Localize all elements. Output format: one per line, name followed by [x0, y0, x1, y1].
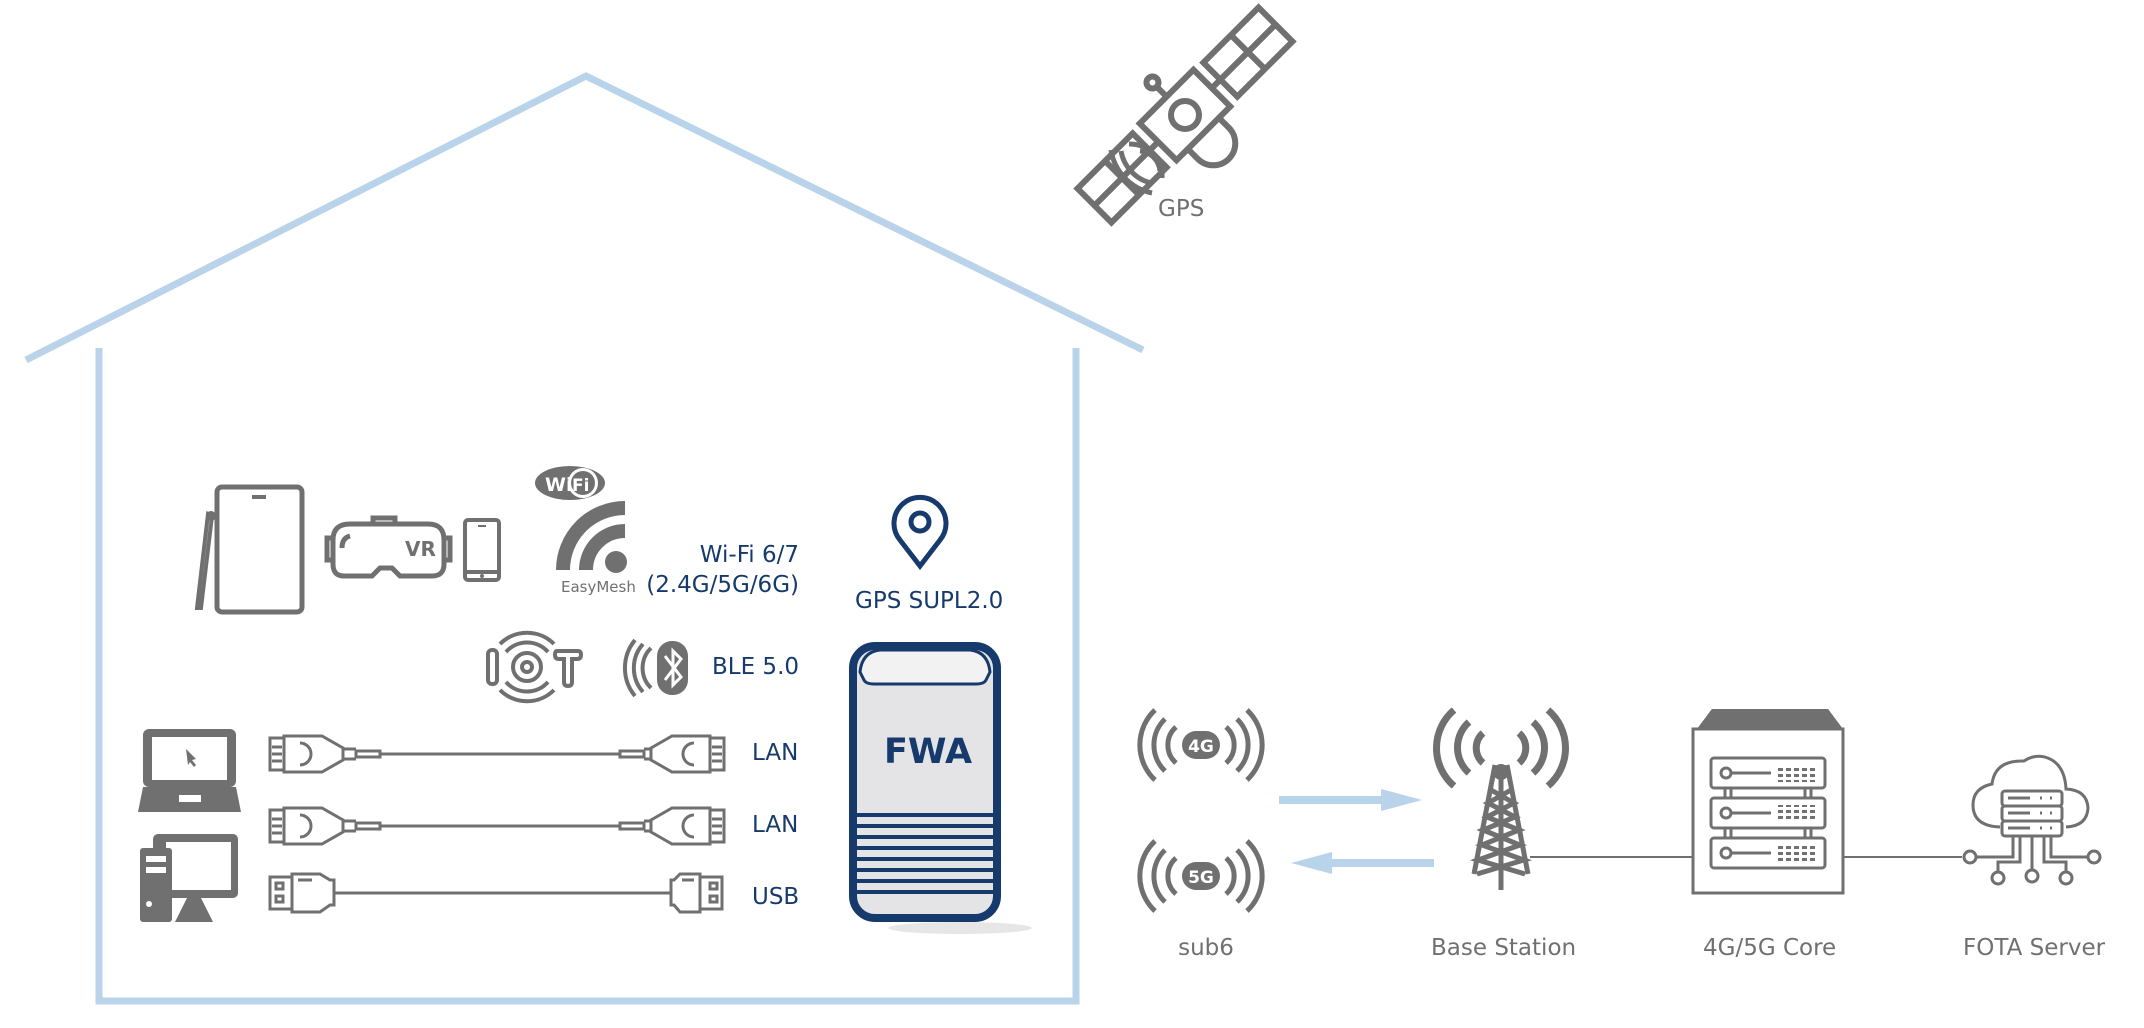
wifi-spec-line1: Wi-Fi 6/7: [699, 542, 799, 568]
base-station-icon: [1433, 707, 1569, 890]
svg-text:5G: 5G: [1188, 868, 1214, 888]
ble-label: BLE 5.0: [712, 654, 800, 680]
sub6-label: sub6: [1178, 935, 1234, 961]
gps-supl-label: GPS SUPL2.0: [855, 588, 1004, 614]
base-station-label: Base Station: [1431, 935, 1577, 961]
house-walls: [95, 348, 1080, 1005]
fwa-label: FWA: [884, 732, 973, 772]
wifi-spec-line2: (2.4G/5G/6G): [646, 572, 799, 598]
desktop-icon: [140, 834, 238, 922]
stylus-icon: [194, 510, 216, 610]
iot-icon: [486, 630, 584, 704]
fota-cloud-server-icon: [1962, 754, 2102, 886]
base-station-antenna-top: [1493, 764, 1509, 780]
laptop-icon: [138, 729, 241, 812]
satellite-signal-icon: [1108, 141, 1165, 196]
wifi-badge-text-fi: Fi: [572, 476, 589, 496]
radio-5g-icon: 5G: [1137, 839, 1265, 913]
downlink-arrow: [1291, 852, 1434, 874]
ethernet-cable-2: [268, 806, 726, 846]
wired-label-lan-1: LAN: [752, 740, 799, 766]
svg-text:4G: 4G: [1188, 737, 1214, 757]
fota-server-label: FOTA Server: [1963, 935, 2106, 961]
uplink-arrow: [1279, 789, 1422, 811]
wifi-easymesh-dot: [605, 551, 627, 573]
fwa-device: [849, 642, 1032, 934]
house-roof: [24, 72, 1145, 364]
vr-text: VR: [405, 537, 436, 561]
radio-4g-icon: 4G: [1137, 708, 1265, 782]
core-label: 4G/5G Core: [1703, 935, 1837, 961]
smartphone-home-button: [480, 574, 484, 578]
location-pin-icon: [891, 494, 949, 571]
usb-cable: [268, 872, 724, 914]
wifi-badge-text-wi: Wi: [545, 474, 572, 496]
smartphone-icon: [463, 518, 501, 582]
house-outline: [24, 72, 1145, 1005]
core-server-icon: [1691, 709, 1845, 895]
easymesh-label: EasyMesh: [561, 578, 636, 596]
vr-headset-icon: [324, 515, 453, 579]
tablet-icon: [214, 484, 305, 615]
wifi-easymesh-icon: [556, 501, 626, 571]
wifi-badge-icon: [535, 466, 605, 500]
wired-label-lan-2: LAN: [752, 812, 799, 838]
wired-label-usb: USB: [752, 884, 800, 910]
bluetooth-icon: [623, 638, 688, 698]
gps-label: GPS: [1158, 196, 1205, 222]
ethernet-cable-1: [268, 734, 726, 774]
